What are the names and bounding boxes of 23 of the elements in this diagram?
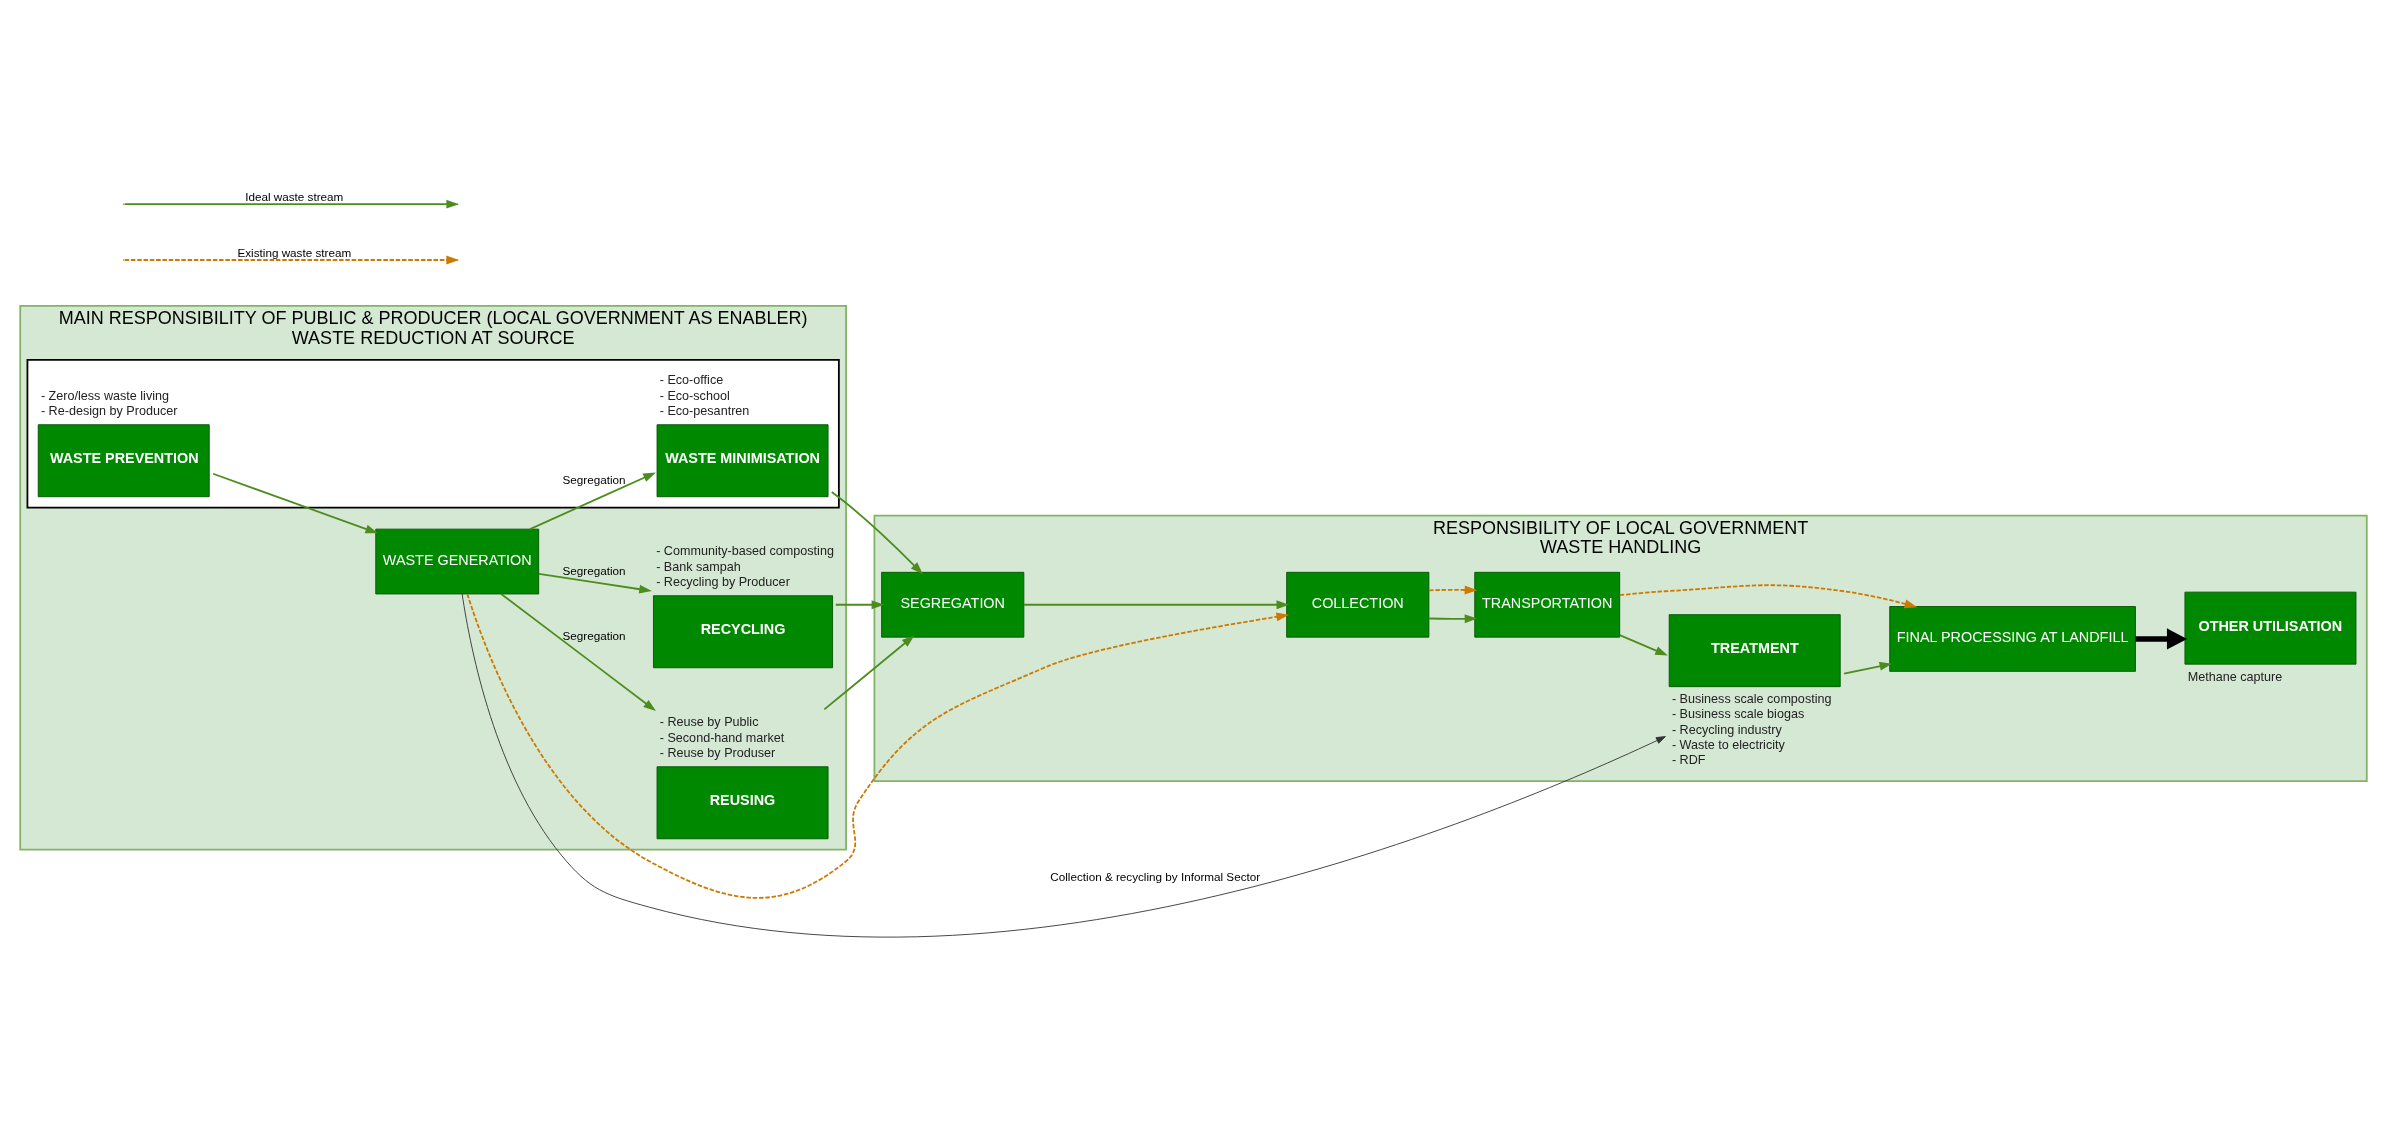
- edge-label: Segregation: [562, 629, 626, 643]
- node-label: - Eco-school: [659, 388, 730, 403]
- node-label: - Recycling by Producer: [656, 575, 790, 590]
- node-label: - Business scale composting: [1671, 692, 1832, 707]
- node-label: - Bank sampah: [656, 559, 741, 574]
- node-label: - Eco-pesantren: [659, 404, 750, 418]
- edge-label: Collection & recycling by Informal Sector: [1050, 870, 1261, 884]
- legend-label: Existing waste stream: [237, 245, 352, 259]
- node-label: - RDF: [1671, 753, 1706, 768]
- node-label: - Reuse by Public: [659, 715, 759, 730]
- node-label: - Waste to electricity: [1671, 737, 1785, 752]
- node-label: - Recycling industry: [1671, 722, 1782, 737]
- node-label: - Business scale biogas: [1671, 707, 1805, 722]
- edge-label: Segregation: [562, 564, 626, 578]
- node-label: - Re-design by Producer: [40, 404, 178, 418]
- node-label: Methane capture: [2187, 669, 2283, 684]
- node-label: - Second-hand market: [659, 730, 785, 745]
- node-label: - Zero/less waste living: [40, 388, 170, 403]
- legend-label: Ideal waste stream: [245, 189, 344, 203]
- edge-label: Segregation: [562, 472, 626, 486]
- node-label: - Community-based composting: [656, 544, 834, 559]
- node-label: - Eco-office: [659, 373, 724, 388]
- node-label: - Reuse by Produser: [659, 746, 776, 761]
